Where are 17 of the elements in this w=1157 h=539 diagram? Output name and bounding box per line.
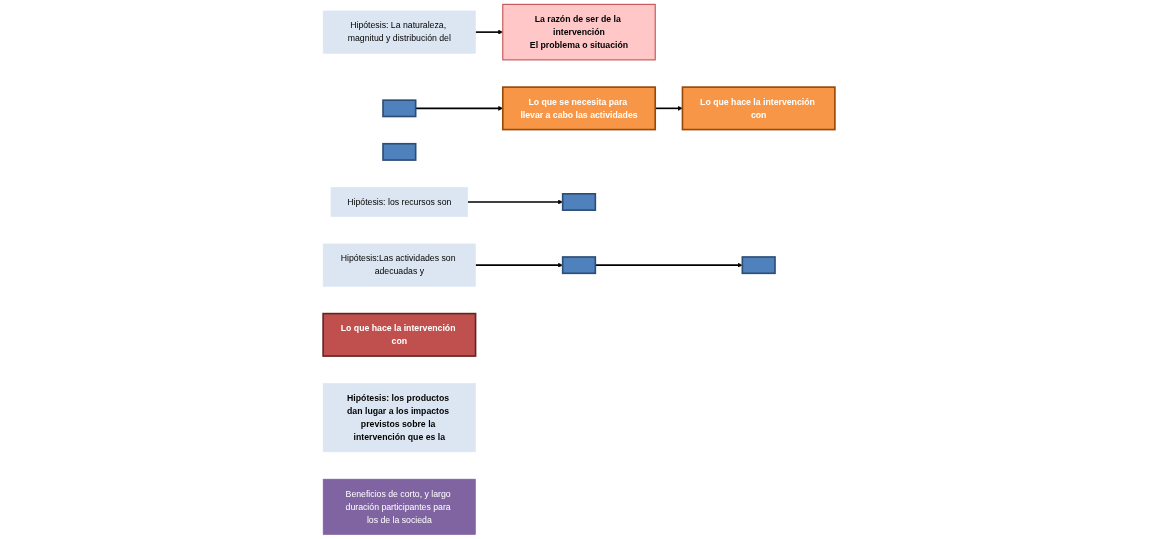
node-box: Beneficios de corto, y largo duración participantes para los de la socieda (322, 478, 476, 535)
node-box: Lo que hace la intervención con (681, 86, 836, 131)
node-box: Hipótesis:Las actividades son adecuadas y (322, 243, 476, 287)
node-box: Hipótesis: los recursos son (330, 187, 468, 217)
node-box: La razón de ser de la intervención El problema o situación (501, 3, 656, 61)
node-box (561, 256, 596, 275)
node-box (741, 256, 776, 275)
arrow (466, 199, 563, 205)
node-box: Hipótesis: La naturaleza, magnitud y distribución del (322, 10, 476, 54)
node-box: Lo que hace la intervención con (321, 312, 476, 357)
node-box (561, 193, 596, 211)
arrow (474, 29, 503, 35)
node-box (381, 142, 416, 161)
node-box: Hipótesis: los productos dan lugar a los impactos previstos sobre la intervención que es la (322, 383, 476, 453)
node-box (381, 99, 416, 118)
arrow (474, 262, 563, 268)
node-box: Lo que se necesita para llevar a cabo las actividades (501, 86, 656, 131)
